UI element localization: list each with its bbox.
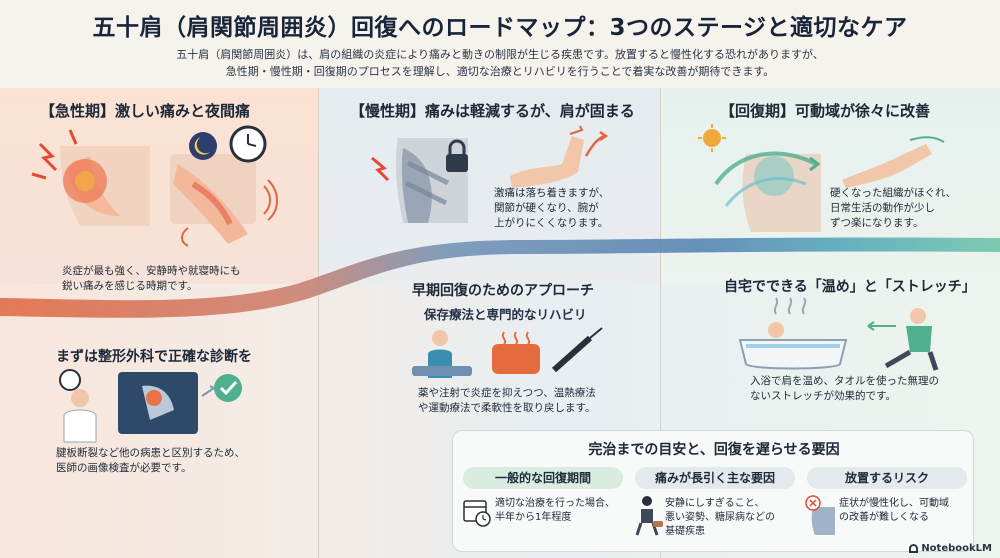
bath-stretch-icon xyxy=(738,297,939,371)
chronic-stage-title: 【慢性期】痛みは軽減するが、肩が固まる xyxy=(350,102,635,120)
approach-title: 早期回復のためのアプローチ xyxy=(412,283,594,299)
column-divider xyxy=(660,88,661,558)
home-care-title: 自宅でできる「温め」と「ストレッチ」 xyxy=(724,279,976,295)
frozen-shoulder-icon xyxy=(371,138,468,223)
chronic-stage-description: 激痛は落ち着きますが、 関節が硬くなり、腕が 上がりにくくなります。 xyxy=(494,187,610,229)
summary-card: 完治までの目安と、回復を遅らせる要因 一般的な回復期間 痛みが長引く主な要因 放… xyxy=(452,430,974,552)
prolonging-factors-text: 安静にしすぎること、 悪い姿勢、糖尿病などの 基礎疾患 xyxy=(665,498,775,537)
neglect-risk-text: 症状が慢性化し、可動域 の改善が難しくなる xyxy=(839,498,949,523)
limited-arm-raise-icon xyxy=(510,125,609,188)
progress-flow-band xyxy=(0,237,1000,318)
recovery-period-text: 適切な治療を行った場合、 半年から1年程度 xyxy=(495,498,615,523)
acute-stage-title: 【急性期】激しい痛みと夜間痛 xyxy=(40,102,251,120)
column-divider xyxy=(318,88,319,558)
calendar-clock-icon xyxy=(463,500,491,527)
page-title: 五十肩（肩関節周囲炎）回復へのロードマップ：3つのステージと適切なケア xyxy=(92,15,908,41)
sitting-person-icon xyxy=(635,496,663,536)
page-subtitle: 五十肩（肩関節周囲炎）は、肩の組織の炎症により痛みと動きの制限が生じる疾患です。… xyxy=(176,48,824,78)
diagnosis-title: まずは整形外科で正確な診断を xyxy=(56,349,252,365)
healing-shoulder-icon xyxy=(698,124,821,232)
painful-shoulder-icon xyxy=(31,129,150,226)
diagnosis-description: 腱板断裂など他の病患と区別するため、 医師の画像検査が必要です。 xyxy=(56,447,245,474)
raised-arm-icon xyxy=(842,136,945,188)
header: 五十肩（肩関節周囲炎）回復へのロードマップ：3つのステージと適切なケア 五十肩（… xyxy=(0,0,1000,88)
acute-stage-description: 炎症が最も強く、安静時や就寝時にも 鋭い痛みを感じる時期です。 xyxy=(62,265,241,292)
recovery-stage-description: 硬くなった組織がほぐれ、 日常生活の動作が少し ずつ楽になります。 xyxy=(830,187,957,229)
prolonging-factors-label: 痛みが長引く主な要因 xyxy=(635,467,795,489)
approach-subtitle: 保存療法と専門的なリハビリ xyxy=(424,307,587,322)
treatment-icons xyxy=(412,327,603,378)
home-care-description: 入浴で肩を温め、タオルを使った無理の ないストレッチが効果的です。 xyxy=(750,375,939,402)
summary-title: 完治までの目安と、回復を遅らせる要因 xyxy=(588,442,840,458)
recovery-period-label: 一般的な回復期間 xyxy=(463,467,623,489)
warning-shoulder-icon xyxy=(805,495,835,535)
approach-description: 薬や注射で炎症を抑えつつ、温熱療法 や運動療法で柔軟性を取り戻します。 xyxy=(418,387,596,414)
doctor-xray-icon xyxy=(59,369,242,443)
neglect-risk-label: 放置するリスク xyxy=(807,467,967,489)
recovery-stage-title: 【回復期】可動域が徐々に改善 xyxy=(720,102,931,120)
notebooklm-icon xyxy=(909,544,919,553)
night-pain-arm-icon xyxy=(170,125,278,247)
notebooklm-logo: NotebookLM xyxy=(909,543,992,554)
